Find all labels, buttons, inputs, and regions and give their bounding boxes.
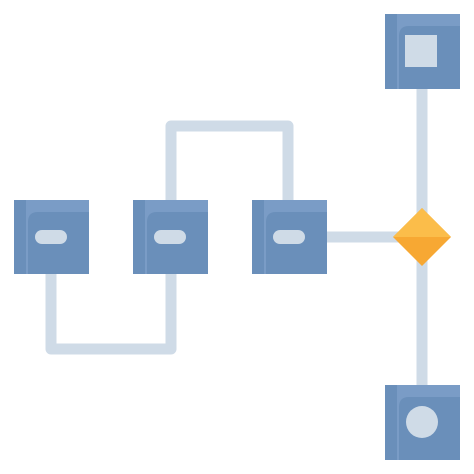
decision-diamond <box>393 208 451 266</box>
pill-icon <box>35 230 67 244</box>
connector-node1-node2 <box>45 266 177 355</box>
process-node-3 <box>252 200 327 274</box>
connector-lines <box>45 82 428 392</box>
square-icon <box>405 35 437 67</box>
process-node-2 <box>133 200 208 274</box>
connector-node2-node3 <box>165 120 294 206</box>
circle-icon <box>406 406 438 438</box>
bottom-node <box>385 385 460 460</box>
top-node <box>385 14 460 89</box>
process-node-1 <box>14 200 89 274</box>
pill-icon <box>154 230 186 244</box>
pill-icon <box>273 230 305 244</box>
